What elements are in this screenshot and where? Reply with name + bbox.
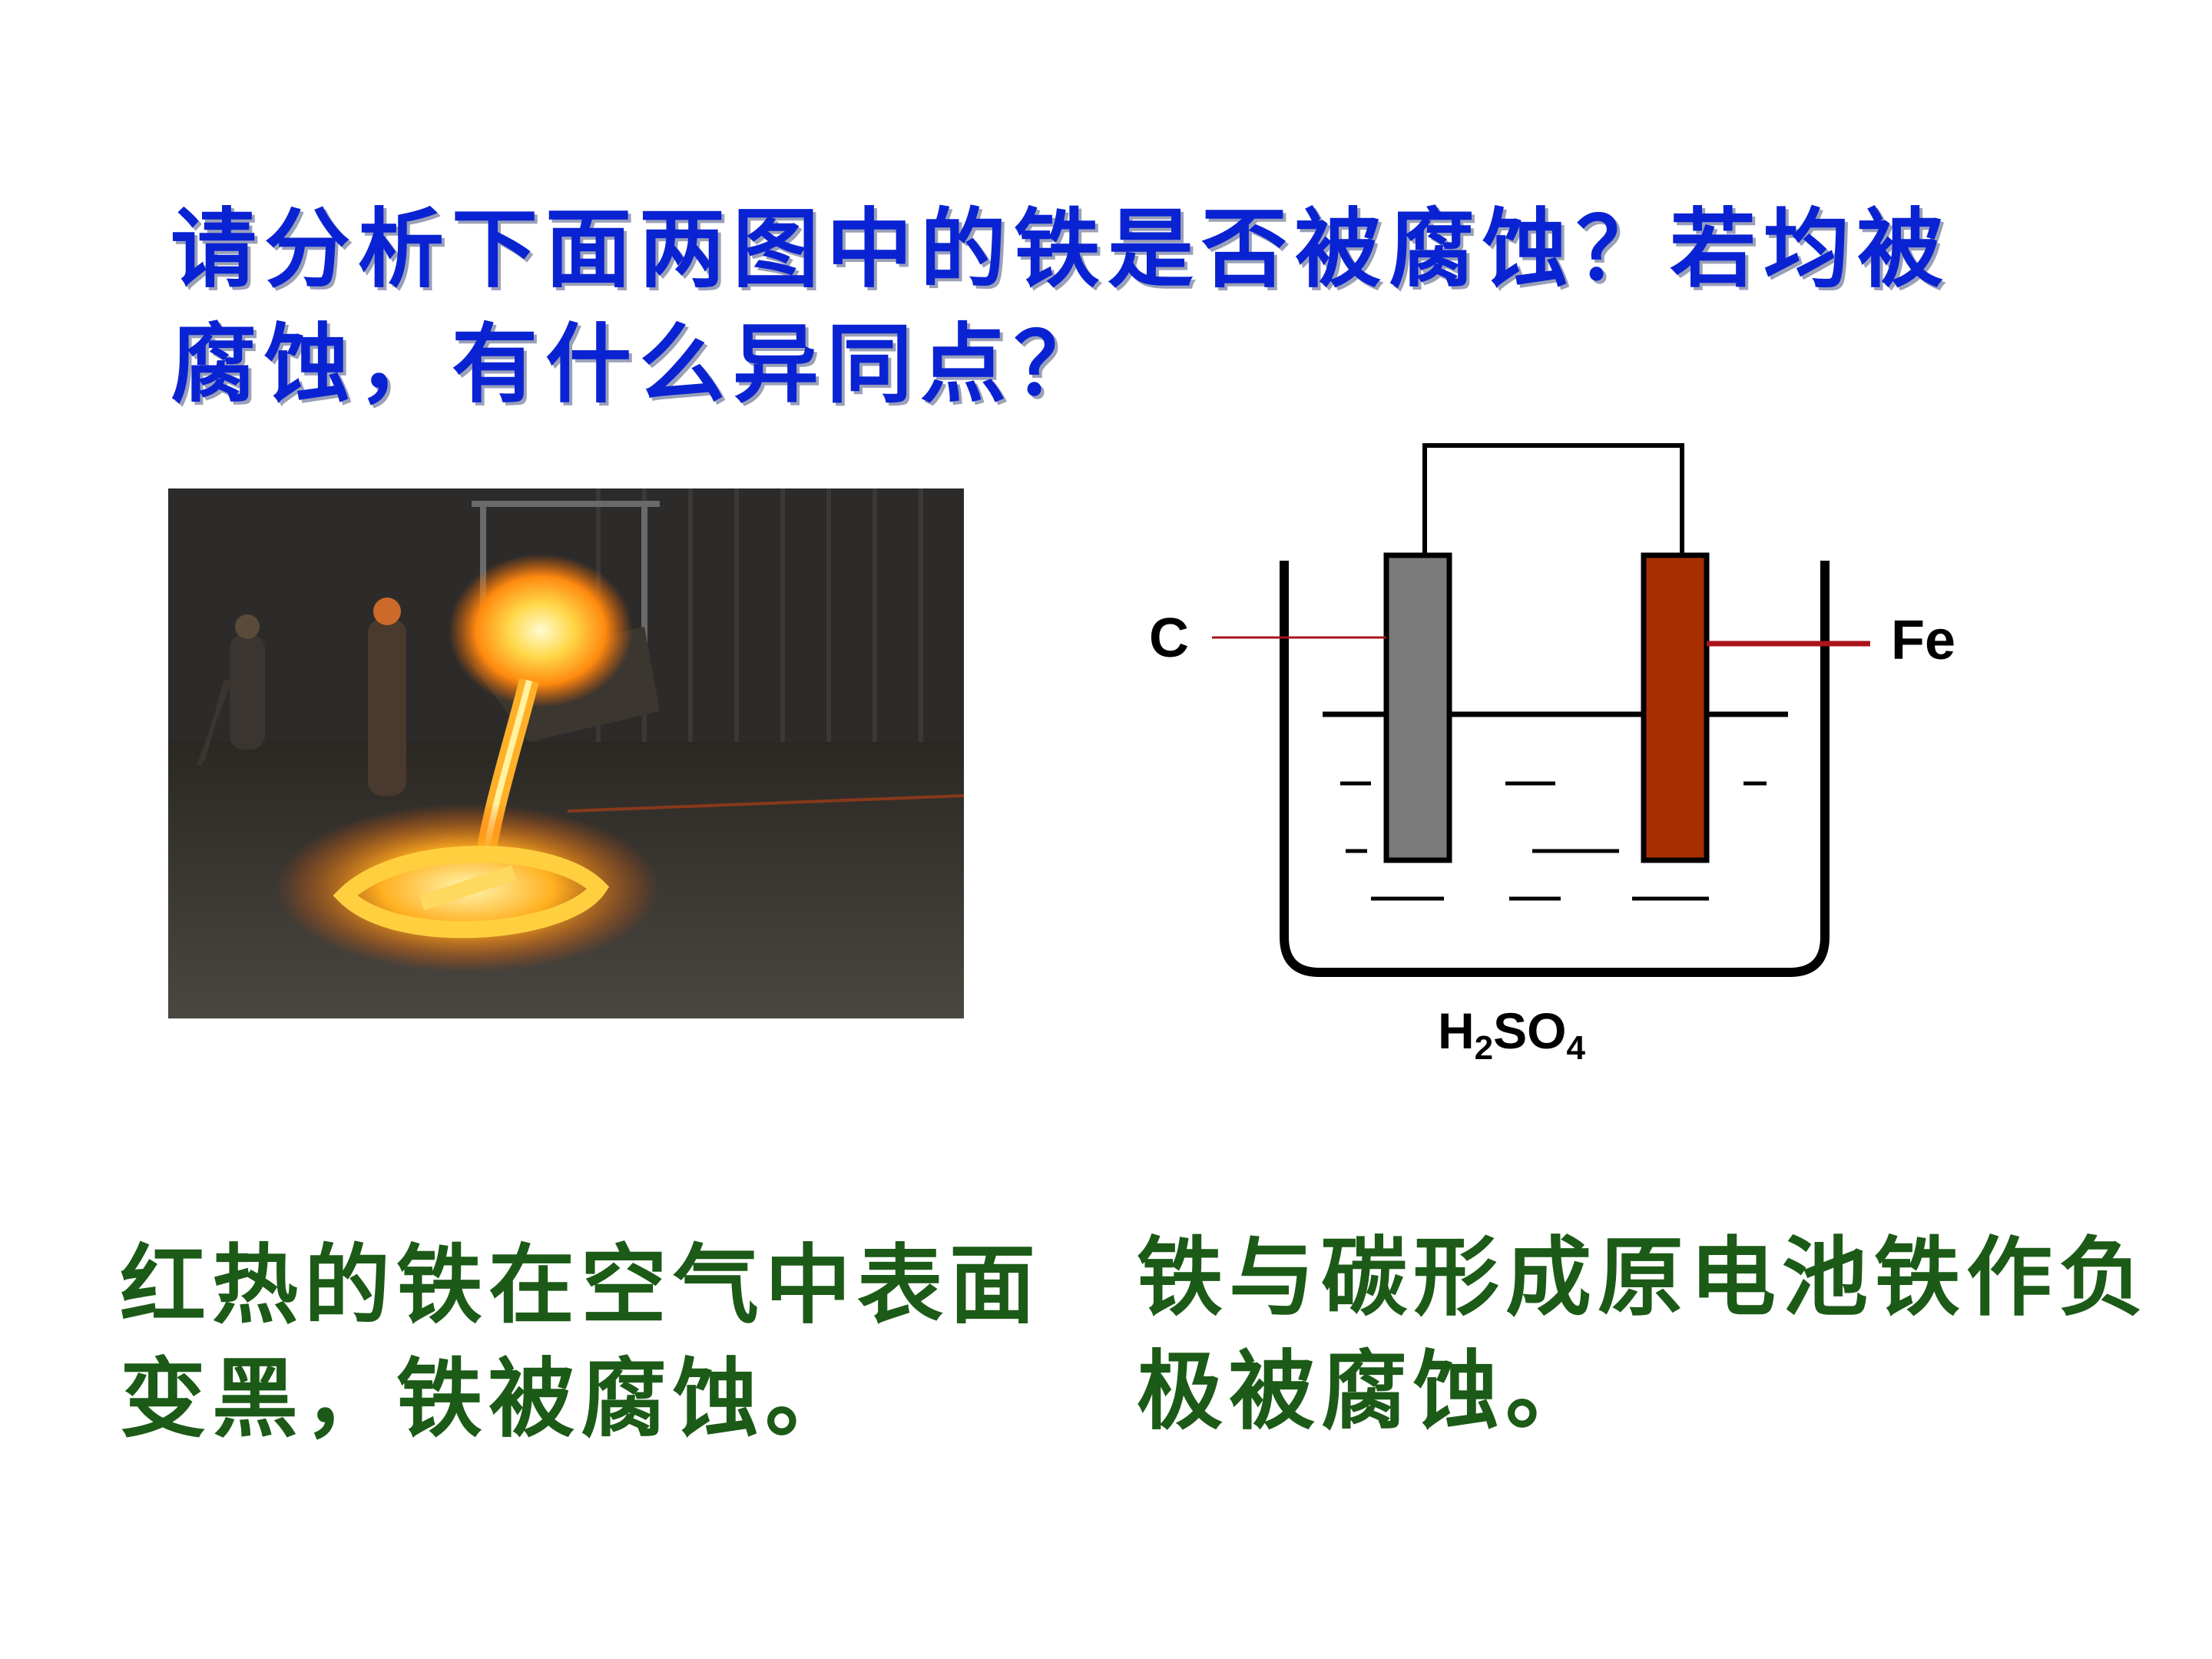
question-text: 请分析下面两图中的铁是否被腐蚀？若均被腐蚀，有什么异同点？ — [171, 199, 1951, 415]
molten-iron-photo — [168, 488, 964, 1018]
caption-hot-iron: 红热的铁在空气中表面变黑，铁被腐蚀。 — [120, 1235, 1041, 1449]
iron-electrode — [1641, 552, 1710, 863]
iron-label: Fe — [1891, 610, 1955, 671]
caption-galvanic: 铁与碳形成原电池铁作负极被腐蚀。 — [1137, 1227, 2151, 1442]
carbon-electrode — [1383, 552, 1452, 863]
carbon-label: C — [1149, 608, 1189, 669]
galvanic-cell-diagram: C Fe H2SO4 — [1106, 415, 2028, 1075]
beaker — [1280, 561, 1830, 977]
electrolyte-label: H2SO4 — [1438, 1002, 1586, 1067]
connecting-wire — [1422, 443, 1684, 557]
